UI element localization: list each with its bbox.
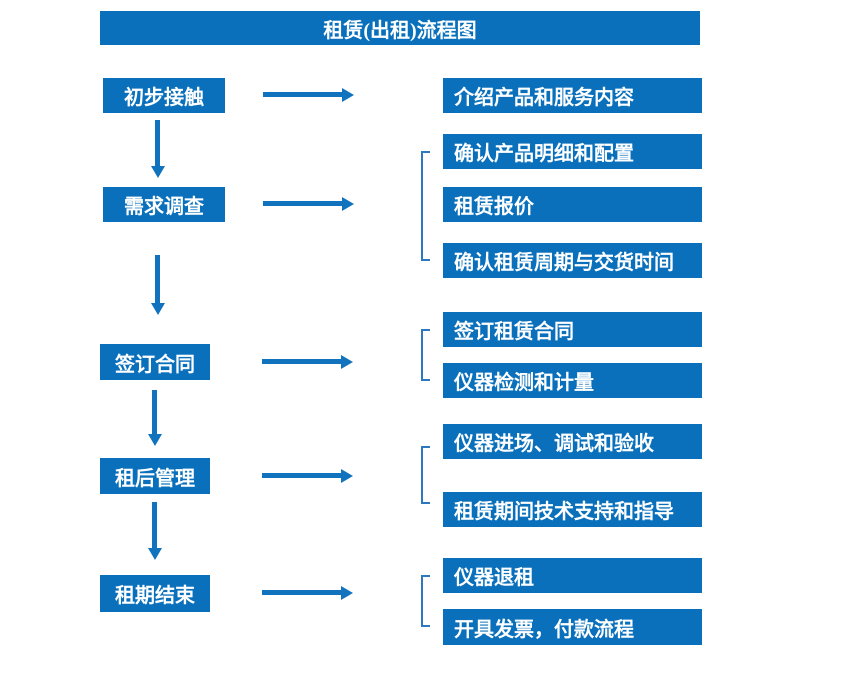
step-box-rental-end: 租期结束 <box>100 575 210 612</box>
group-bracket-sign-contract <box>421 329 430 381</box>
detail-box-rental-quote: 租赁报价 <box>443 187 702 222</box>
arrow-down-icon <box>148 502 162 560</box>
detail-box-instrument-testing: 仪器检测和计量 <box>443 363 702 398</box>
detail-box-invoice-payment: 开具发票，付款流程 <box>443 609 702 645</box>
arrow-right-icon <box>262 355 353 369</box>
detail-box-instrument-setup: 仪器进场、调试和验收 <box>443 424 702 459</box>
group-bracket-rental-end <box>421 575 430 627</box>
detail-box-intro-products: 介绍产品和服务内容 <box>443 78 702 113</box>
step-box-sign-contract: 签订合同 <box>100 344 210 380</box>
step-box-initial-contact: 初步接触 <box>103 78 225 113</box>
group-bracket-post-rental <box>421 446 430 504</box>
arrow-right-icon <box>262 586 353 600</box>
arrow-down-icon <box>148 390 162 446</box>
arrow-down-icon <box>151 120 165 178</box>
arrow-right-icon <box>262 469 353 483</box>
detail-box-sign-rental-contract: 签订租赁合同 <box>443 312 702 347</box>
group-bracket-demand-survey <box>421 151 430 261</box>
detail-box-confirm-period-delivery: 确认租赁周期与交货时间 <box>443 243 702 278</box>
step-box-post-rental-management: 租后管理 <box>100 458 210 494</box>
page-title: 租赁(出租)流程图 <box>100 11 700 45</box>
detail-box-instrument-return: 仪器退租 <box>443 558 702 593</box>
arrow-right-icon <box>263 88 354 102</box>
detail-box-tech-support: 租赁期间技术支持和指导 <box>443 492 702 527</box>
step-box-demand-survey: 需求调查 <box>103 187 225 222</box>
arrow-down-icon <box>151 255 165 315</box>
arrow-right-icon <box>263 197 354 211</box>
detail-box-confirm-product-details: 确认产品明细和配置 <box>443 134 702 169</box>
